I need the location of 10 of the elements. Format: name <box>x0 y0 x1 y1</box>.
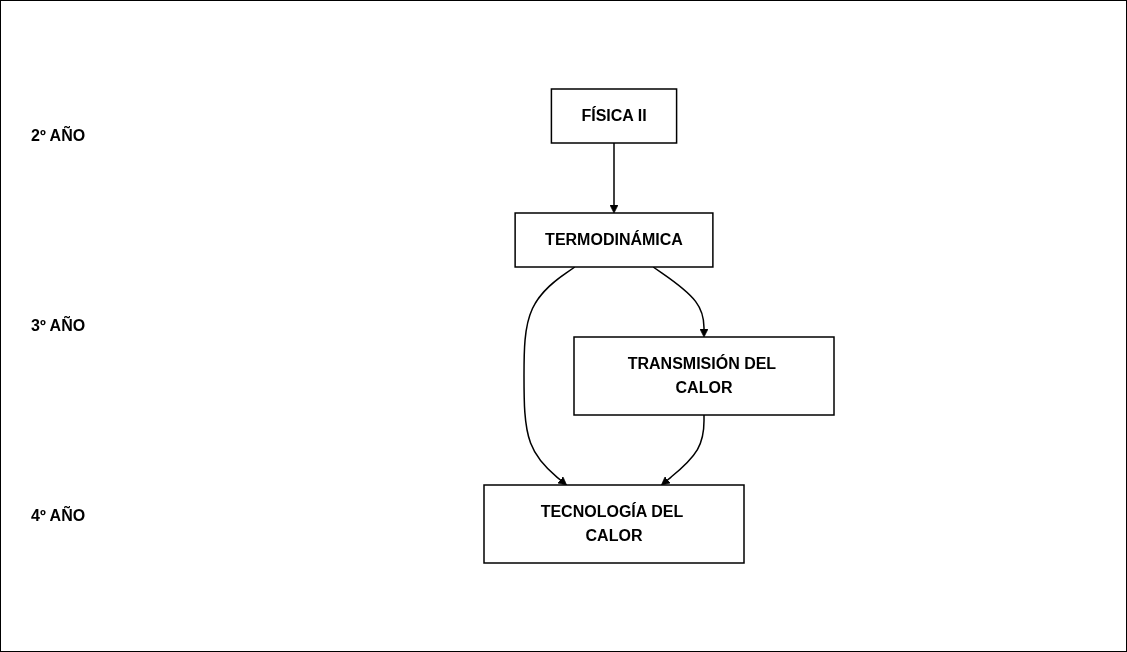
arrow <box>660 414 705 486</box>
arrow <box>522 266 576 486</box>
year-label: 2º AÑO <box>31 127 87 145</box>
node-box: TRANSMISIÓN DEL CALOR <box>572 336 835 416</box>
arrow <box>609 142 618 214</box>
node-box: FÍSICA II <box>550 88 677 144</box>
node-box: TECNOLOGÍA DEL CALOR <box>482 484 745 564</box>
node-box: TERMODINÁMICA <box>513 212 714 268</box>
year-label: 4º AÑO <box>31 507 87 525</box>
year-label: 3º AÑO <box>31 317 87 335</box>
